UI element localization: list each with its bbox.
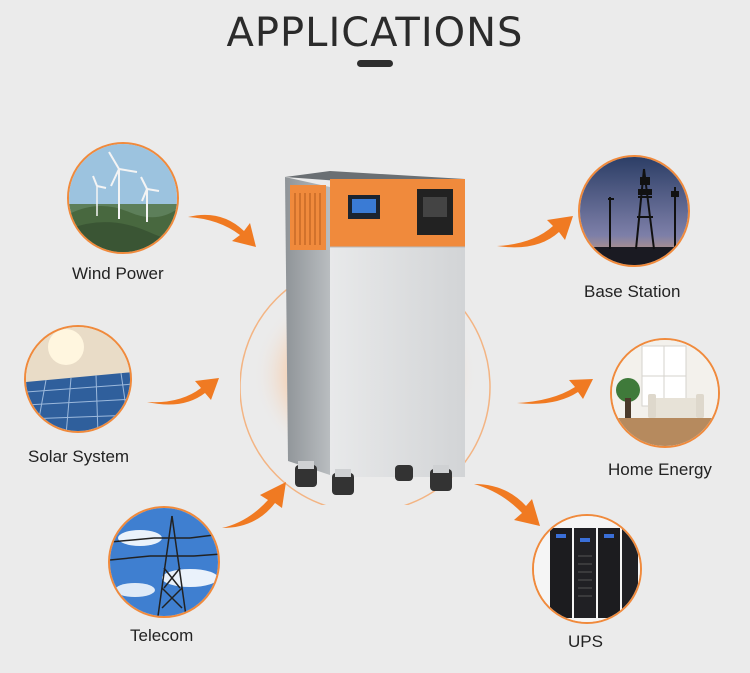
base-station-label: Base Station xyxy=(584,282,681,301)
solar-system-label: Solar System xyxy=(28,447,130,466)
server-rack-image xyxy=(532,514,642,624)
arrow-to-solar-icon xyxy=(147,378,219,405)
living-room-image xyxy=(610,338,720,448)
energy-storage-cabinet-image xyxy=(240,171,491,505)
wind-turbine-image xyxy=(67,142,179,254)
home-energy-label: Home Energy xyxy=(608,460,712,479)
arrow-to-ups-icon xyxy=(474,484,540,526)
arrow-to-telecom-icon xyxy=(222,482,286,528)
title-underline xyxy=(357,60,393,67)
power-tower-image xyxy=(108,506,220,618)
wind-power-label: Wind Power xyxy=(72,264,164,283)
arrow-to-wind-icon xyxy=(188,214,256,247)
arrow-to-home-energy-icon xyxy=(517,379,593,404)
ups-label: UPS xyxy=(568,632,603,651)
telecom-label: Telecom xyxy=(130,626,194,645)
solar-panel-image xyxy=(24,325,132,433)
arrow-to-base-station-icon xyxy=(497,216,573,248)
page-title: APPLICATIONS xyxy=(226,10,524,56)
base-station-tower-image xyxy=(578,155,690,267)
